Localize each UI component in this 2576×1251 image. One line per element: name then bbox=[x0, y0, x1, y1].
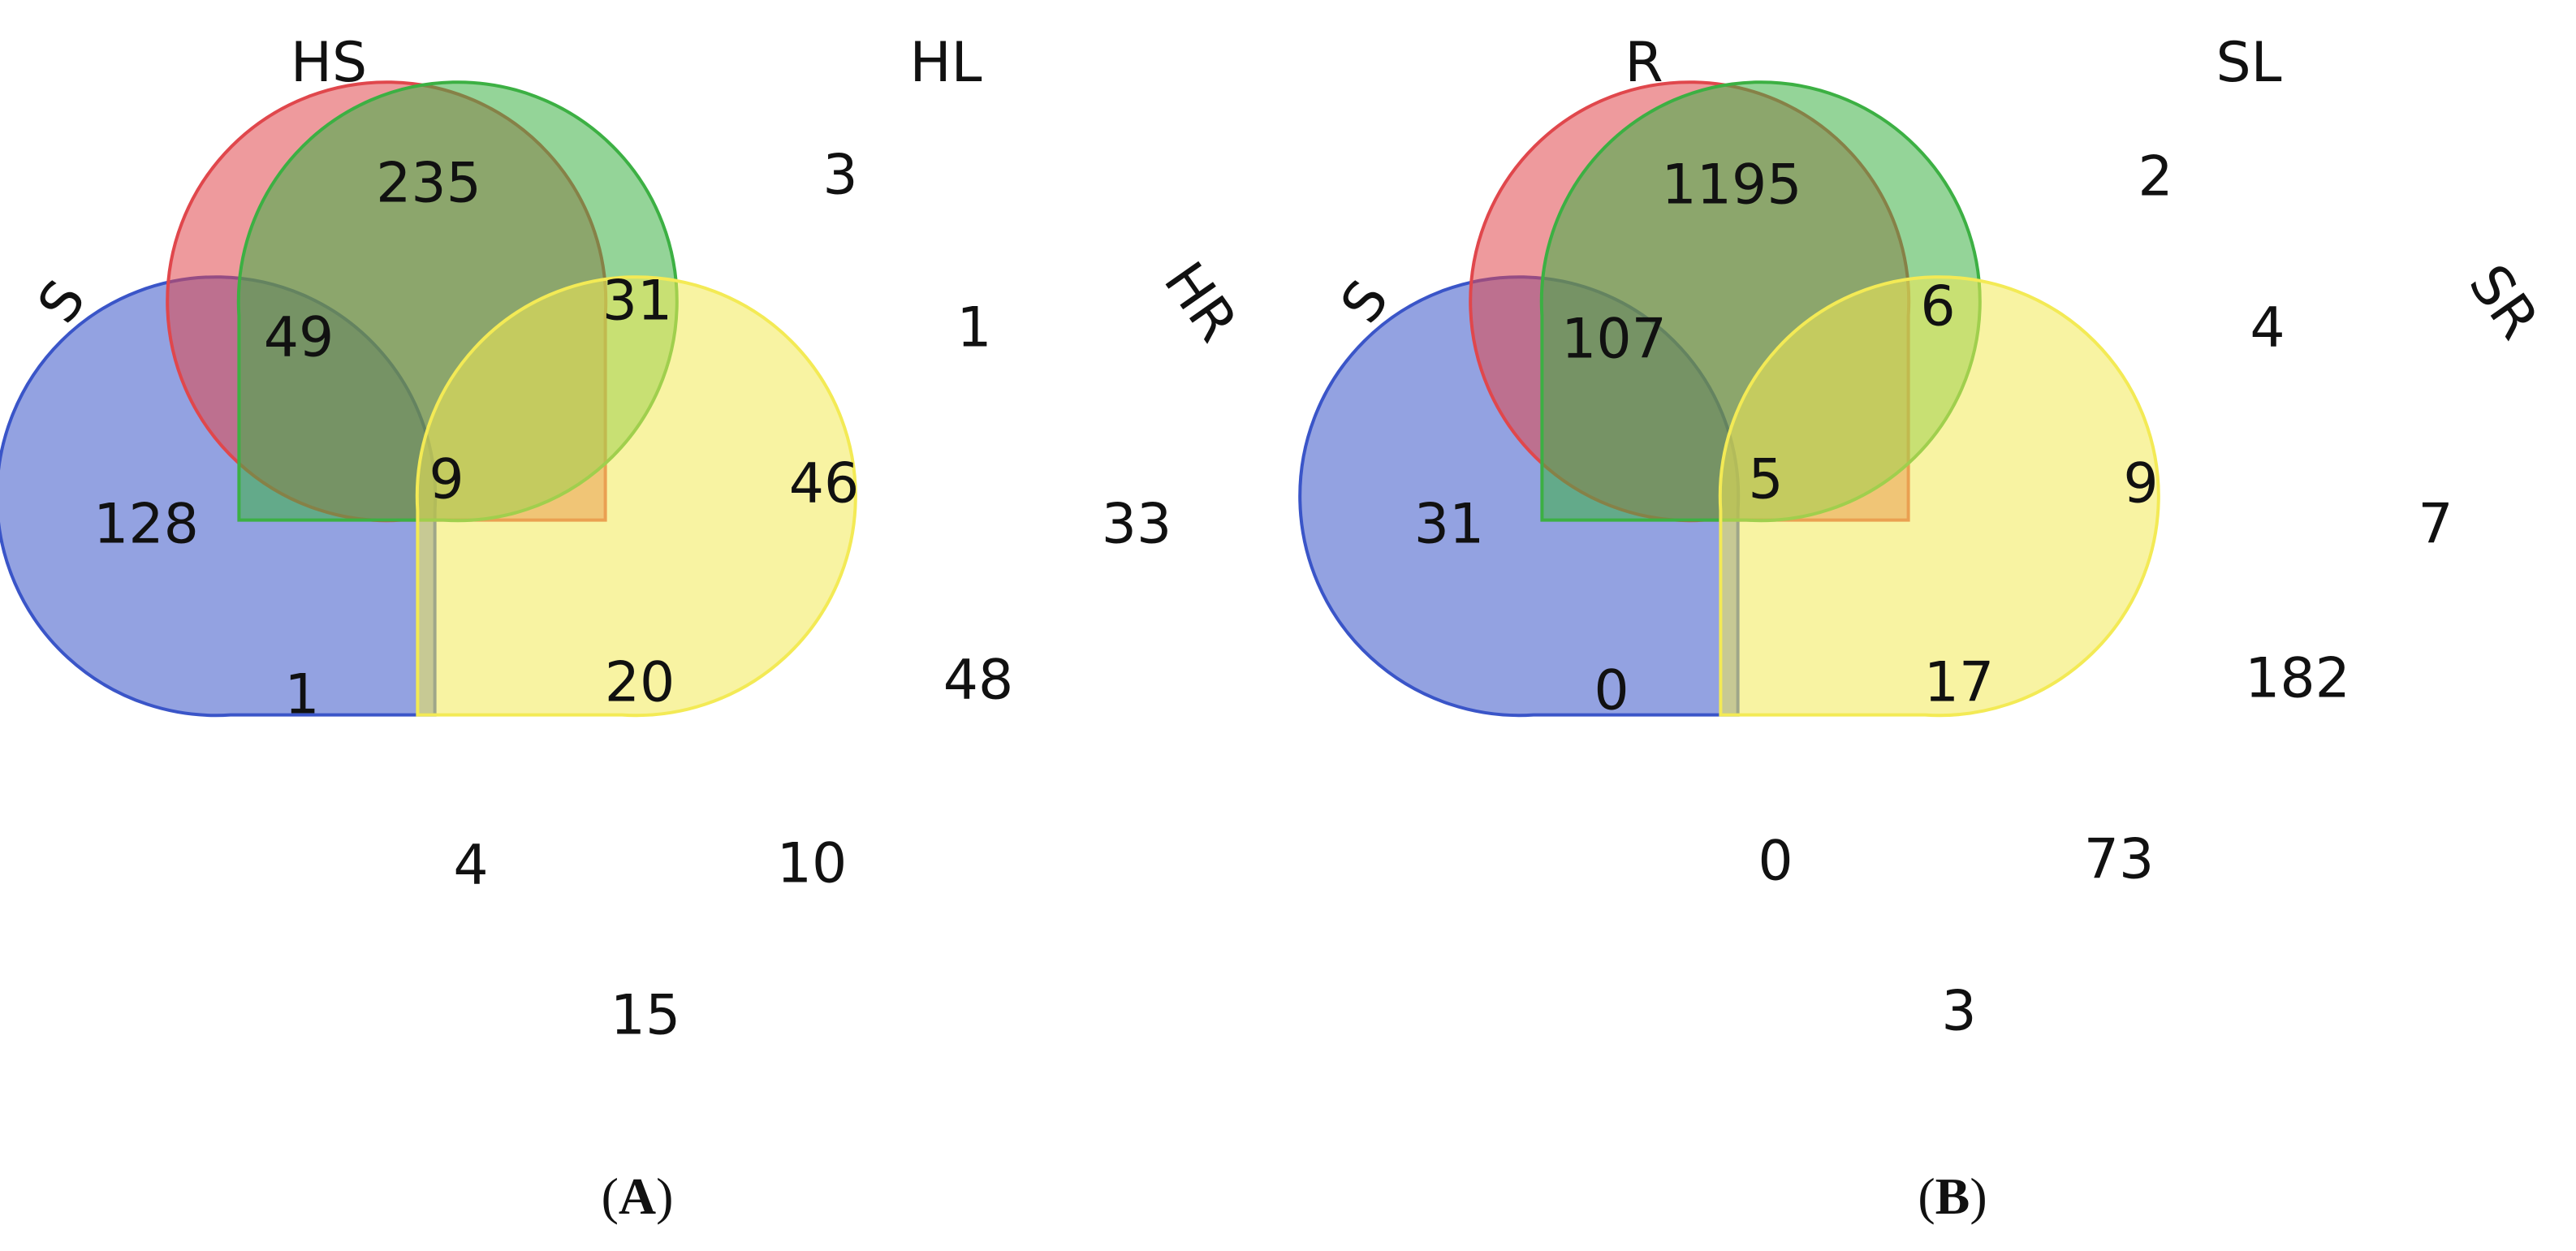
count-only-set3: 3 bbox=[822, 144, 857, 208]
count-only-set4: 33 bbox=[1102, 493, 1172, 557]
count-only-set3: 2 bbox=[2138, 145, 2173, 209]
venn-panel-a: S HS HL HR 128 235 3 33 49 31 1 9 46 1 4… bbox=[0, 0, 1249, 1225]
panel-label-b: (B) bbox=[1918, 1167, 1987, 1225]
count-set1-set2-set3: 9 bbox=[429, 448, 464, 512]
set-shapes bbox=[0, 0, 947, 870]
count-set2-set3-set4: 46 bbox=[789, 452, 860, 516]
count-set1-set2-set3: 5 bbox=[1748, 448, 1783, 512]
panel-label-b-letter: B bbox=[1935, 1167, 1970, 1225]
count-only-set2: 235 bbox=[376, 152, 481, 216]
set-3-label: HL bbox=[909, 31, 982, 95]
count-set2-set3: 6 bbox=[1920, 275, 1955, 339]
set-4-label: SR bbox=[2456, 253, 2551, 350]
region-counts: 128 235 3 33 49 31 1 9 46 1 48 20 4 10 1… bbox=[93, 144, 1171, 1048]
count-set1-set2: 107 bbox=[1561, 308, 1667, 372]
count-only-set1: 128 bbox=[93, 493, 199, 557]
count-all-sets: 17 bbox=[1924, 651, 1995, 715]
count-set2-set3: 31 bbox=[602, 270, 673, 334]
count-set1-set2: 49 bbox=[264, 306, 334, 370]
set-3-label: SL bbox=[2216, 31, 2281, 95]
set-4-label: HR bbox=[1151, 251, 1249, 353]
count-only-set4: 7 bbox=[2418, 493, 2453, 557]
count-only-set1: 31 bbox=[1414, 493, 1485, 557]
count-set1-set4: 3 bbox=[1941, 980, 1976, 1044]
count-set1-set3: 1 bbox=[284, 663, 319, 727]
count-set2-set4: 48 bbox=[943, 649, 1014, 713]
venn-panel-b: S R SL SR 31 1195 2 7 107 6 4 5 9 0 182 … bbox=[1209, 0, 2551, 1225]
count-set2-set3-set4: 9 bbox=[2123, 452, 2158, 516]
count-set1-set3-set4: 0 bbox=[1758, 830, 1793, 894]
set-shapes bbox=[1209, 0, 2249, 870]
set-2-label: R bbox=[1625, 31, 1663, 95]
panel-label-a-letter: A bbox=[619, 1167, 656, 1225]
count-set1-set4: 15 bbox=[611, 984, 681, 1048]
count-set1-set3-set4: 4 bbox=[453, 834, 488, 898]
region-counts: 31 1195 2 7 107 6 4 5 9 0 182 17 0 73 3 bbox=[1414, 145, 2453, 1044]
set-2-label: HS bbox=[291, 31, 367, 95]
count-set1-set2-set4: 73 bbox=[2084, 828, 2155, 892]
count-only-set2: 1195 bbox=[1661, 153, 1801, 218]
panel-label-a: (A) bbox=[602, 1167, 674, 1225]
count-set2-set4: 182 bbox=[2245, 647, 2350, 711]
count-set1-set2-set4: 10 bbox=[777, 832, 848, 896]
count-set1-set3: 0 bbox=[1594, 659, 1629, 723]
count-set3-set4: 4 bbox=[2250, 296, 2285, 360]
count-set3-set4: 1 bbox=[956, 296, 991, 360]
count-all-sets: 20 bbox=[605, 651, 675, 715]
